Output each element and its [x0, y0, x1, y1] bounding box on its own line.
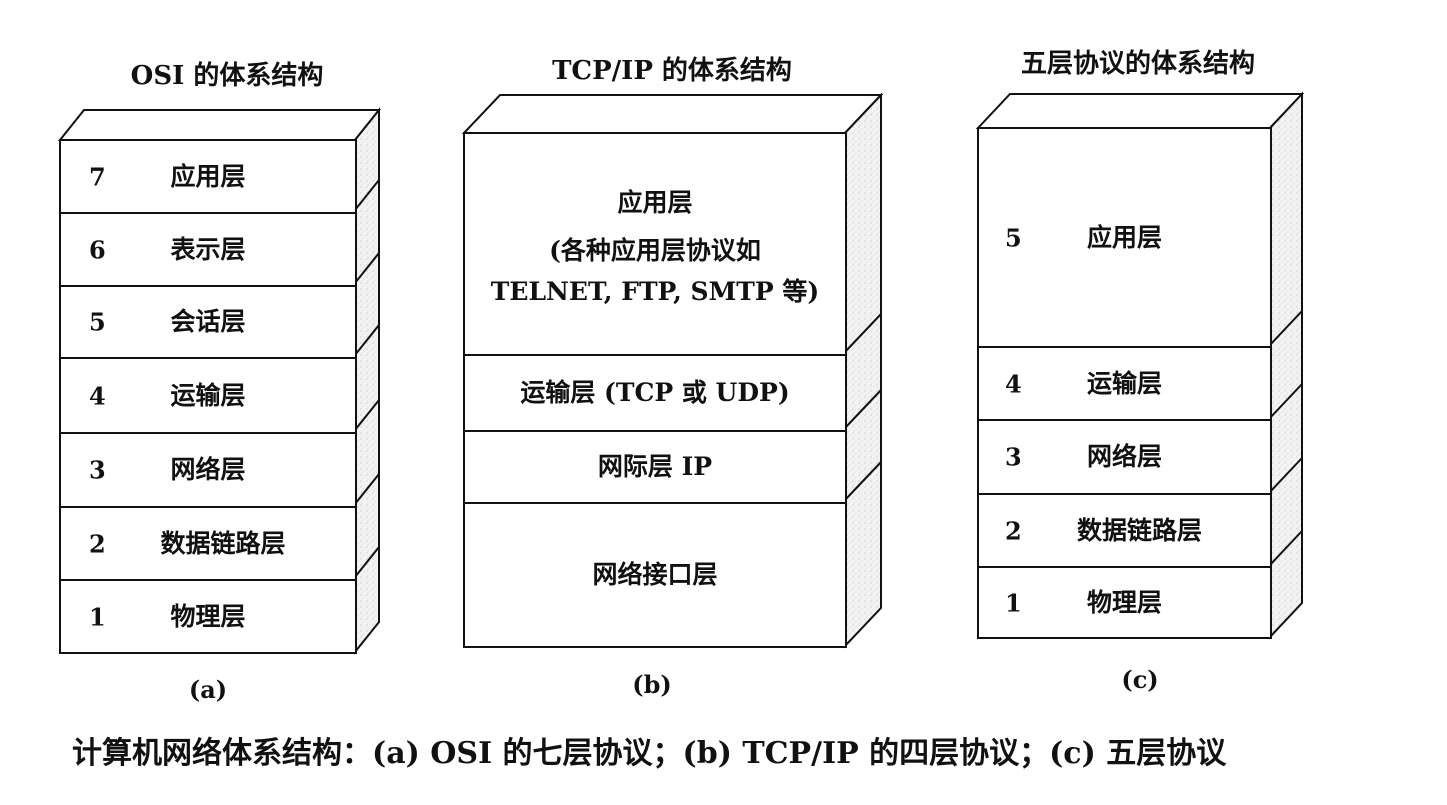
layer-number: 3 — [89, 455, 106, 485]
osi-title: OSI 的体系结构 — [130, 61, 324, 91]
layer-name: 网络层 — [170, 454, 246, 484]
layer-name: 应用层 — [170, 161, 246, 191]
layer-name: 运输层 — [170, 380, 246, 410]
five-layer-4: 4 运输层 — [979, 346, 1270, 419]
osi-3d-faces — [57, 107, 382, 655]
layer-name: 数据链路层 — [1076, 515, 1202, 545]
osi-layer-7: 7 应用层 — [61, 141, 355, 212]
layer-name: 物理层 — [1086, 587, 1162, 617]
layer-number: 5 — [1005, 223, 1022, 252]
layer-name: 网际层 IP — [597, 451, 713, 481]
layer-name: 网络接口层 — [592, 559, 718, 589]
tcpip-title: TCP/IP 的体系结构 — [552, 56, 792, 86]
layer-name: 应用层 — [1086, 222, 1162, 252]
five-layer-2: 2 数据链路层 — [979, 493, 1270, 566]
osi-sublabel: (a) — [188, 675, 228, 704]
application-layer-text: 应用层 (各种应用层协议如 TELNET, FTP, SMTP 等) — [465, 179, 845, 309]
layer-number: 6 — [89, 235, 106, 264]
tcpip-stack: 应用层 (各种应用层协议如 TELNET, FTP, SMTP 等) 运输层 (… — [463, 132, 847, 648]
layer-number: 2 — [1005, 516, 1022, 545]
layer-number: 3 — [1005, 442, 1022, 472]
tcpip-sublabel: (b) — [632, 670, 672, 699]
layer-number: 4 — [89, 381, 106, 410]
layer-name: 运输层 — [1086, 368, 1162, 398]
layer-number: 5 — [89, 307, 106, 337]
osi-layer-6: 6 表示层 — [61, 212, 355, 285]
layer-number: 1 — [89, 602, 106, 631]
osi-stack: 7 应用层 6 表示层 5 会话层 4 运输层 3 网络层 2 数据链路层 1 … — [59, 139, 357, 654]
layer-number: 1 — [1005, 588, 1022, 617]
osi-layer-5: 5 会话层 — [61, 285, 355, 357]
five-sublabel: (c) — [1121, 665, 1159, 694]
tcpip-internet-layer: 网际层 IP — [465, 430, 845, 502]
layer-note-line2: TELNET, FTP, SMTP 等) — [490, 277, 820, 306]
five-layer-1: 1 物理层 — [979, 566, 1270, 637]
tcpip-application-layer: 应用层 (各种应用层协议如 TELNET, FTP, SMTP 等) — [465, 134, 845, 354]
osi-layer-3: 3 网络层 — [61, 432, 355, 506]
layer-name: 运输层 (TCP 或 UDP) — [520, 377, 790, 407]
layer-name: 会话层 — [170, 306, 246, 336]
layer-note-line1: (各种应用层协议如 — [549, 236, 761, 265]
five-layer-stack: 5 应用层 4 运输层 3 网络层 2 数据链路层 1 物理层 — [977, 127, 1272, 639]
osi-layer-2: 2 数据链路层 — [61, 506, 355, 579]
tcpip-transport-layer: 运输层 (TCP 或 UDP) — [465, 354, 845, 430]
layer-name: 网络层 — [1086, 441, 1162, 471]
layer-number: 4 — [1005, 369, 1022, 398]
layer-name: 应用层 — [617, 188, 693, 217]
osi-layer-4: 4 运输层 — [61, 357, 355, 432]
five-layer-3: 3 网络层 — [979, 419, 1270, 493]
five-layer-title: 五层协议的体系结构 — [1020, 49, 1256, 79]
layer-number: 2 — [89, 529, 106, 558]
layer-name: 物理层 — [170, 601, 246, 631]
tcpip-network-interface-layer: 网络接口层 — [465, 502, 845, 646]
five-layer-5: 5 应用层 — [979, 129, 1270, 346]
figure-caption: 计算机网络体系结构：(a) OSI 的七层协议；(b) TCP/IP 的四层协议… — [72, 736, 1227, 771]
layer-name: 表示层 — [170, 234, 246, 264]
layer-number: 7 — [89, 162, 106, 191]
five-3d-faces — [975, 91, 1305, 640]
osi-layer-1: 1 物理层 — [61, 579, 355, 652]
layer-name: 数据链路层 — [160, 528, 286, 558]
